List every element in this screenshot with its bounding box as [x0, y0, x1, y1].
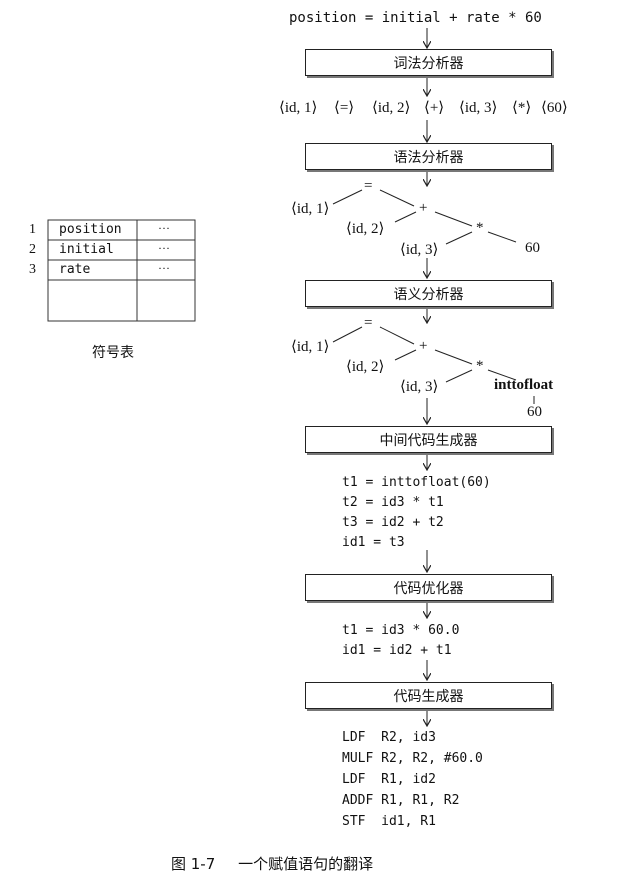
token-id3: ⟨id, 3⟩ [459, 100, 498, 116]
symbol-row-number: 3 [29, 262, 36, 277]
tree-node-id3: ⟨id, 3⟩ [400, 379, 439, 395]
figure-title: 一个赋值语句的翻译 [238, 855, 374, 873]
token-num: ⟨60⟩ [541, 100, 568, 116]
code-line: t2 = id3 * t1 [342, 495, 444, 510]
stage-label: 词法分析器 [393, 55, 464, 72]
stage-code-optimizer: 代码优化器 [305, 574, 552, 601]
code-line: t3 = id2 + t2 [342, 515, 444, 530]
stage-label: 语法分析器 [393, 149, 464, 166]
figure-caption: 图 1-7 一个赋值语句的翻译 [171, 853, 373, 874]
tree-node-id2: ⟨id, 2⟩ [346, 221, 385, 237]
symbol-table-caption: 符号表 [92, 345, 134, 361]
tree-node-inttofloat: inttofloat [494, 377, 554, 393]
symbol-name: position [59, 222, 122, 237]
stage-lexical-analyzer: 词法分析器 [305, 49, 552, 76]
tree-node-plus: + [419, 338, 428, 354]
tree-node-assign: = [364, 178, 373, 194]
symbol-attr: ··· [158, 221, 170, 235]
tree-node-plus: + [419, 200, 428, 216]
code-line: id1 = id2 + t1 [342, 643, 452, 658]
stage-label: 代码生成器 [393, 688, 464, 705]
code-line: id1 = t3 [342, 535, 405, 550]
syntax-tree-edges [332, 189, 517, 245]
tree-node-num: 60 [527, 404, 542, 420]
stage-semantic-analyzer: 语义分析器 [305, 280, 552, 307]
symbol-attr: ··· [158, 261, 170, 275]
token-plus: ⟨+⟩ [424, 100, 445, 116]
code-line: LDF R1, id2 [342, 772, 436, 787]
tree-node-assign: = [364, 315, 373, 331]
tree-node-id2: ⟨id, 2⟩ [346, 359, 385, 375]
code-line: t1 = id3 * 60.0 [342, 623, 460, 638]
stage-syntax-analyzer: 语法分析器 [305, 143, 552, 170]
tree-node-id1: ⟨id, 1⟩ [291, 201, 330, 217]
stage-label: 语义分析器 [393, 286, 464, 303]
token-stream: ⟨id, 1⟩ ⟨=⟩ ⟨id, 2⟩ ⟨+⟩ ⟨id, 3⟩ ⟨*⟩ ⟨60⟩ [279, 98, 579, 120]
tree-node-times: * [476, 358, 484, 374]
symbol-row-number: 1 [29, 222, 36, 237]
token-id2: ⟨id, 2⟩ [372, 100, 411, 116]
tree-node-times: * [476, 220, 484, 236]
symbol-name: initial [59, 242, 114, 257]
code-line: MULF R2, R2, #60.0 [342, 751, 483, 766]
stage-label: 代码优化器 [393, 580, 464, 597]
tree-node-id3: ⟨id, 3⟩ [400, 242, 439, 258]
stage-label: 中间代码生成器 [379, 432, 478, 449]
tree-node-id1: ⟨id, 1⟩ [291, 339, 330, 355]
symbol-name: rate [59, 262, 91, 277]
symbol-table-grid [47, 219, 196, 322]
code-line: ADDF R1, R1, R2 [342, 793, 460, 808]
stage-intermediate-code-generator: 中间代码生成器 [305, 426, 552, 453]
source-statement: position = initial + rate * 60 [289, 10, 542, 26]
symbol-row-number: 2 [29, 242, 36, 257]
token-times: ⟨*⟩ [512, 100, 532, 116]
stage-code-generator: 代码生成器 [305, 682, 552, 709]
code-line: t1 = inttofloat(60) [342, 475, 491, 490]
code-line: STF id1, R1 [342, 814, 436, 829]
token-assign: ⟨=⟩ [334, 100, 355, 116]
semantic-tree-edges [332, 326, 535, 404]
figure-number: 图 1-7 [171, 855, 216, 873]
code-line: LDF R2, id3 [342, 730, 436, 745]
tree-node-num: 60 [525, 240, 540, 256]
token-id1: ⟨id, 1⟩ [279, 100, 318, 116]
symbol-attr: ··· [158, 241, 170, 255]
